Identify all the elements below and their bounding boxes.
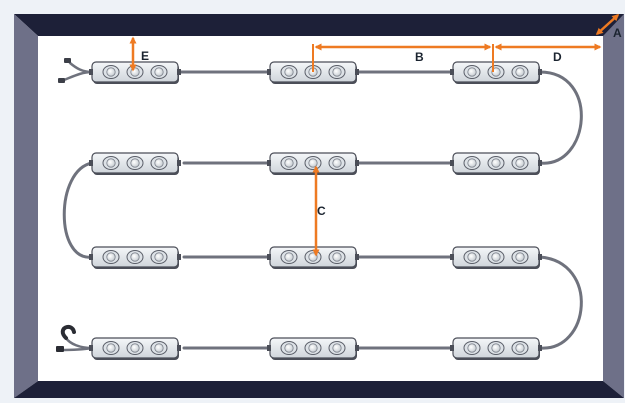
module-tab — [450, 345, 454, 351]
led-lens — [308, 343, 318, 353]
led-lens — [332, 158, 342, 168]
label-c: C — [317, 204, 326, 218]
mounting-board — [38, 36, 603, 381]
module-tab — [177, 345, 181, 351]
dimension-labels: A B C D E — [141, 26, 622, 218]
wire-connectors — [56, 58, 76, 352]
connector-top-a — [64, 58, 71, 63]
module-tab — [538, 69, 542, 75]
led-module-r2-c2 — [267, 152, 359, 175]
frame-right-side — [603, 14, 624, 398]
label-d: D — [553, 50, 562, 64]
led-lens — [332, 343, 342, 353]
led-module-r2-c1 — [89, 152, 181, 175]
module-tab — [267, 69, 271, 75]
led-lens — [491, 252, 501, 262]
dimension-arrows — [129, 13, 620, 257]
led-lens — [515, 252, 525, 262]
led-lens — [154, 67, 164, 77]
frame — [14, 14, 624, 398]
module-tab — [355, 345, 359, 351]
dimension-arrow-a — [595, 13, 620, 36]
frame-top-bar — [14, 14, 624, 36]
led-lens — [130, 252, 140, 262]
led-lens — [491, 158, 501, 168]
module-tab — [355, 254, 359, 260]
connector-bottom-coil — [60, 324, 76, 340]
led-lens — [467, 67, 477, 77]
led-lens — [284, 343, 294, 353]
led-lens — [106, 252, 116, 262]
module-tab — [538, 345, 542, 351]
led-lens — [106, 158, 116, 168]
led-modules — [89, 61, 542, 360]
led-module-r4-c2 — [267, 337, 359, 360]
led-lens — [332, 67, 342, 77]
led-lens — [515, 343, 525, 353]
module-tab — [89, 254, 93, 260]
frame-bottom-bar — [14, 381, 624, 398]
led-lens — [491, 343, 501, 353]
led-lens — [130, 343, 140, 353]
led-lens — [467, 343, 477, 353]
led-module-r2-c3 — [450, 152, 542, 175]
led-lens — [154, 343, 164, 353]
connector-top-b — [58, 78, 65, 83]
led-lens — [308, 158, 318, 168]
module-tab — [450, 254, 454, 260]
led-lens — [284, 158, 294, 168]
label-b: B — [415, 50, 424, 64]
led-lens — [515, 67, 525, 77]
led-module-r3-c1 — [89, 246, 181, 269]
led-module-r1-c3 — [450, 61, 542, 84]
led-module-r3-c3 — [450, 246, 542, 269]
wire-bend-left-1 — [62, 161, 94, 259]
led-lens — [284, 252, 294, 262]
label-a: A — [613, 26, 622, 40]
led-lens — [332, 252, 342, 262]
module-tab — [355, 160, 359, 166]
led-lens — [467, 252, 477, 262]
module-tab — [89, 345, 93, 351]
module-tab — [89, 160, 93, 166]
module-tab — [538, 160, 542, 166]
module-tab — [267, 345, 271, 351]
led-lens — [284, 67, 294, 77]
led-lens — [467, 158, 477, 168]
led-module-r1-c2 — [267, 61, 359, 84]
led-lens — [106, 343, 116, 353]
led-module-r4-c3 — [450, 337, 542, 360]
led-lens — [515, 158, 525, 168]
led-lens — [154, 158, 164, 168]
module-tab — [450, 69, 454, 75]
connector-bottom-b — [56, 346, 64, 352]
frame-left-side — [14, 14, 38, 398]
module-tab — [267, 160, 271, 166]
module-tab — [177, 69, 181, 75]
module-tab — [177, 254, 181, 260]
module-tab — [355, 69, 359, 75]
wire-bend-right-2 — [538, 255, 583, 350]
module-tab — [89, 69, 93, 75]
led-module-r3-c2 — [267, 246, 359, 269]
led-lens — [154, 252, 164, 262]
led-lens — [130, 158, 140, 168]
wire-bend-right-1 — [538, 70, 583, 165]
led-module-r4-c1 — [89, 337, 181, 360]
module-tab — [267, 254, 271, 260]
module-tab — [538, 254, 542, 260]
module-tab — [450, 160, 454, 166]
led-lens — [106, 67, 116, 77]
label-e: E — [141, 49, 149, 63]
module-tab — [177, 160, 181, 166]
led-module-r1-c1 — [89, 61, 181, 84]
